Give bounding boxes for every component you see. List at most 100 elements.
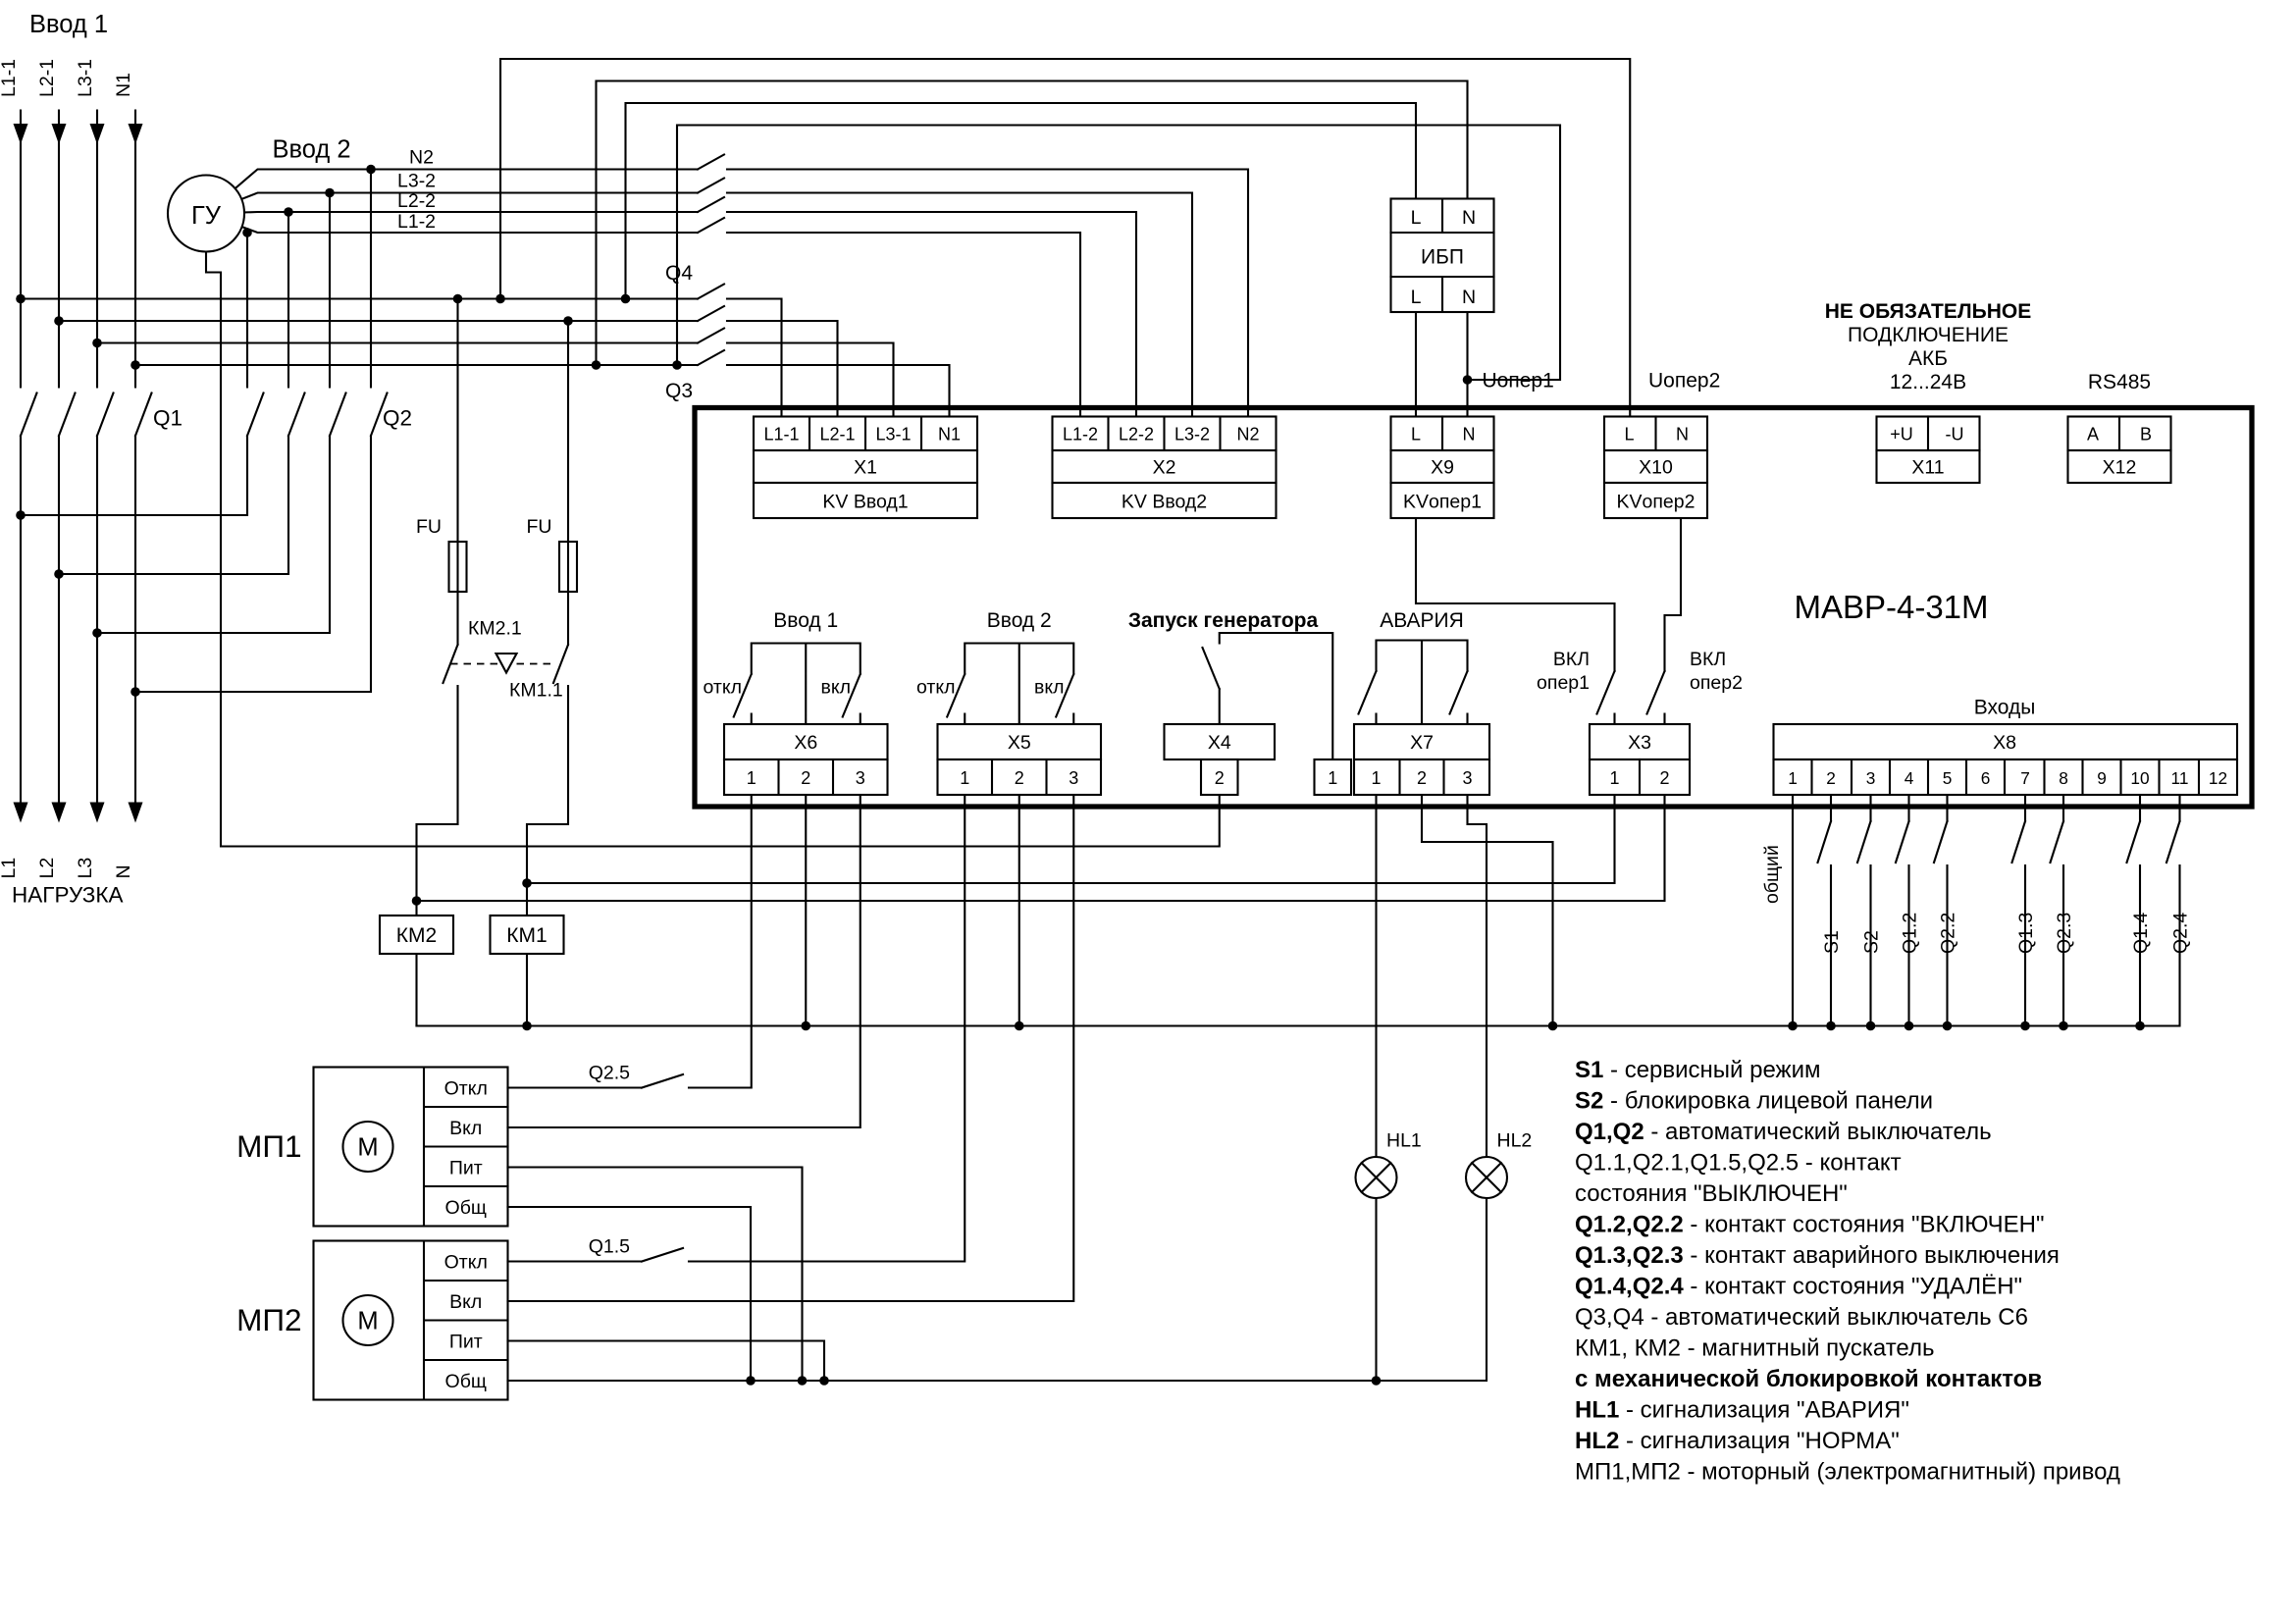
ups-top-l: L [1411,207,1422,229]
x3-cell-0: 1 [1609,768,1619,788]
signal-label-q12: Q1.2 [1899,913,1920,954]
breaker-q2-label: Q2 [383,406,412,431]
x1-cell-0: L1-1 [763,425,799,445]
wiring-input1-q1 [19,109,153,804]
x10-name: X10 [1639,456,1673,478]
x6-cell-0: 1 [747,768,757,788]
x8-cell-6: 7 [2020,768,2030,788]
x8-cell-4: 5 [1943,768,1953,788]
terminal-x8: X8 1 2 3 4 5 6 7 8 9 10 11 12 [1772,722,2239,797]
contact-q15-label: Q1.5 [589,1236,630,1258]
vvod1-on-label: вкл [821,677,852,699]
ups-block: L N ИБП L N [1389,197,1495,314]
wiring-x8-inputs-common-bus [415,793,2181,1027]
wiring-internal-switches [732,516,1683,761]
switch-group-vvod2-title: Ввод 2 [987,609,1052,632]
terminal-x11: +U -U X11 [1875,415,1981,485]
x12-cell-1: B [2140,425,2152,445]
akb-note-3: 12...24В [1890,371,1966,393]
uoper1-label: Uопер1 [1483,370,1554,392]
vvod2-off-label: откл [916,677,955,699]
x11-name: X11 [1911,456,1944,478]
load-arrows [13,802,143,823]
wiring-operational-top-lines [498,57,1632,418]
x1-cell-1: L2-1 [819,425,855,445]
x11-cell-1: -U [1946,425,1964,445]
oper2-label-line2: опер2 [1690,672,1743,694]
alarm-title: АВАРИЯ [1380,609,1464,632]
ups-bottom-n: N [1462,287,1476,308]
x2-name: X2 [1153,456,1176,478]
x6-name: X6 [794,732,817,754]
x7-cell-1: 2 [1417,768,1427,788]
legend: S1 - сервисный режим S2 - блокировка лиц… [1575,1057,2120,1486]
vvod2-on-label: вкл [1034,677,1065,699]
load-line-label-3: N [113,864,134,878]
x1-name: X1 [854,456,877,478]
mp1-cell-on: Вкл [449,1118,482,1139]
input1-line-label-3: N1 [113,73,134,97]
contactor-km1: КМ1 [489,914,565,956]
x1-cell-3: N1 [938,425,961,445]
legend-line-11: HL1 - сигнализация "АВАРИЯ" [1575,1397,1909,1424]
terminal-x3: X3 1 2 [1588,722,1692,797]
x8-cell-5: 6 [1981,768,1991,788]
legend-line-1: S2 - блокировка лицевой панели [1575,1088,1933,1115]
input1-line-label-0: L1-1 [0,59,20,97]
signal-label-q24: Q2.4 [2169,913,2191,954]
mp2-cell-power: Пит [449,1331,483,1352]
contact-q25-label: Q2.5 [589,1063,630,1084]
legend-line-13: МП1,МП2 - моторный (электромагнитный) пр… [1575,1459,2120,1486]
motor-drive-mp2: М МП2 Откл Вкл Пит Общ [236,1239,509,1401]
fu1-label: FU [416,516,442,538]
x2-cell-3: N2 [1236,425,1259,445]
hl1-label: HL1 [1386,1130,1422,1152]
rs485-label: RS485 [2088,371,2151,393]
x12-name: X12 [2103,456,2137,478]
generator-label: ГУ [191,202,222,230]
inputs-title: Входы [1974,697,2036,719]
x5-cell-0: 1 [960,768,969,788]
x7-cell-0: 1 [1371,768,1381,788]
fu2-label: FU [527,516,552,538]
mp1-label: МП1 [236,1128,301,1164]
terminal-x10: L N X10 KVопер2 [1602,415,1709,520]
x1-caption: KV Ввод1 [822,492,908,513]
x6-cell-2: 3 [856,768,865,788]
legend-line-7: Q1.4,Q2.4 - контакт состояния "УДАЛЁН" [1575,1274,2022,1300]
terminal-x12: A B X12 [2066,415,2172,485]
x10-caption: KVопер2 [1617,492,1696,513]
x4-cell-extra: 1 [1328,768,1337,788]
legend-line-0: S1 - сервисный режим [1575,1057,1821,1083]
legend-line-5: Q1.2,Q2.2 - контакт состояния "ВКЛЮЧЕН" [1575,1212,2045,1238]
breaker-q4-label: Q4 [665,262,693,285]
input1-line-label-1: L2-1 [36,59,58,97]
vvod1-off-label: откл [704,677,742,699]
x2-caption: KV Ввод2 [1122,492,1207,513]
mp1-cell-common: Общ [445,1197,487,1219]
feed-arrows [13,124,143,144]
mp2-label: МП2 [236,1302,301,1337]
ups-name: ИБП [1421,246,1464,269]
mp2-cell-common: Общ [445,1371,487,1392]
mp2-cell-on: Вкл [449,1291,482,1313]
km2-label: КМ2 [396,924,437,947]
x5-cell-1: 2 [1015,768,1024,788]
wiring-fuses-interlock-km [415,297,570,1027]
x8-cell-9: 10 [2130,768,2149,788]
x2-cell-0: L1-2 [1063,425,1098,445]
input1-title: Ввод 1 [29,11,108,38]
legend-line-6: Q1.3,Q2.3 - контакт аварийного выключени… [1575,1242,2060,1269]
input2-line-label-2: L2-2 [397,190,436,212]
lamp-hl1: HL1 [1354,1130,1422,1200]
junction-dots [16,164,2145,1386]
x8-name: X8 [1993,732,2016,754]
input2-line-label-0: N2 [409,147,434,169]
legend-line-4: состояния "ВЫКЛЮЧЕН" [1575,1180,1848,1207]
mp2-cell-off: Откл [444,1251,488,1273]
km1-label: КМ1 [506,924,547,947]
x10-cell-1: N [1676,425,1689,445]
load-line-label-0: L1 [0,858,20,879]
x5-cell-2: 3 [1069,768,1078,788]
